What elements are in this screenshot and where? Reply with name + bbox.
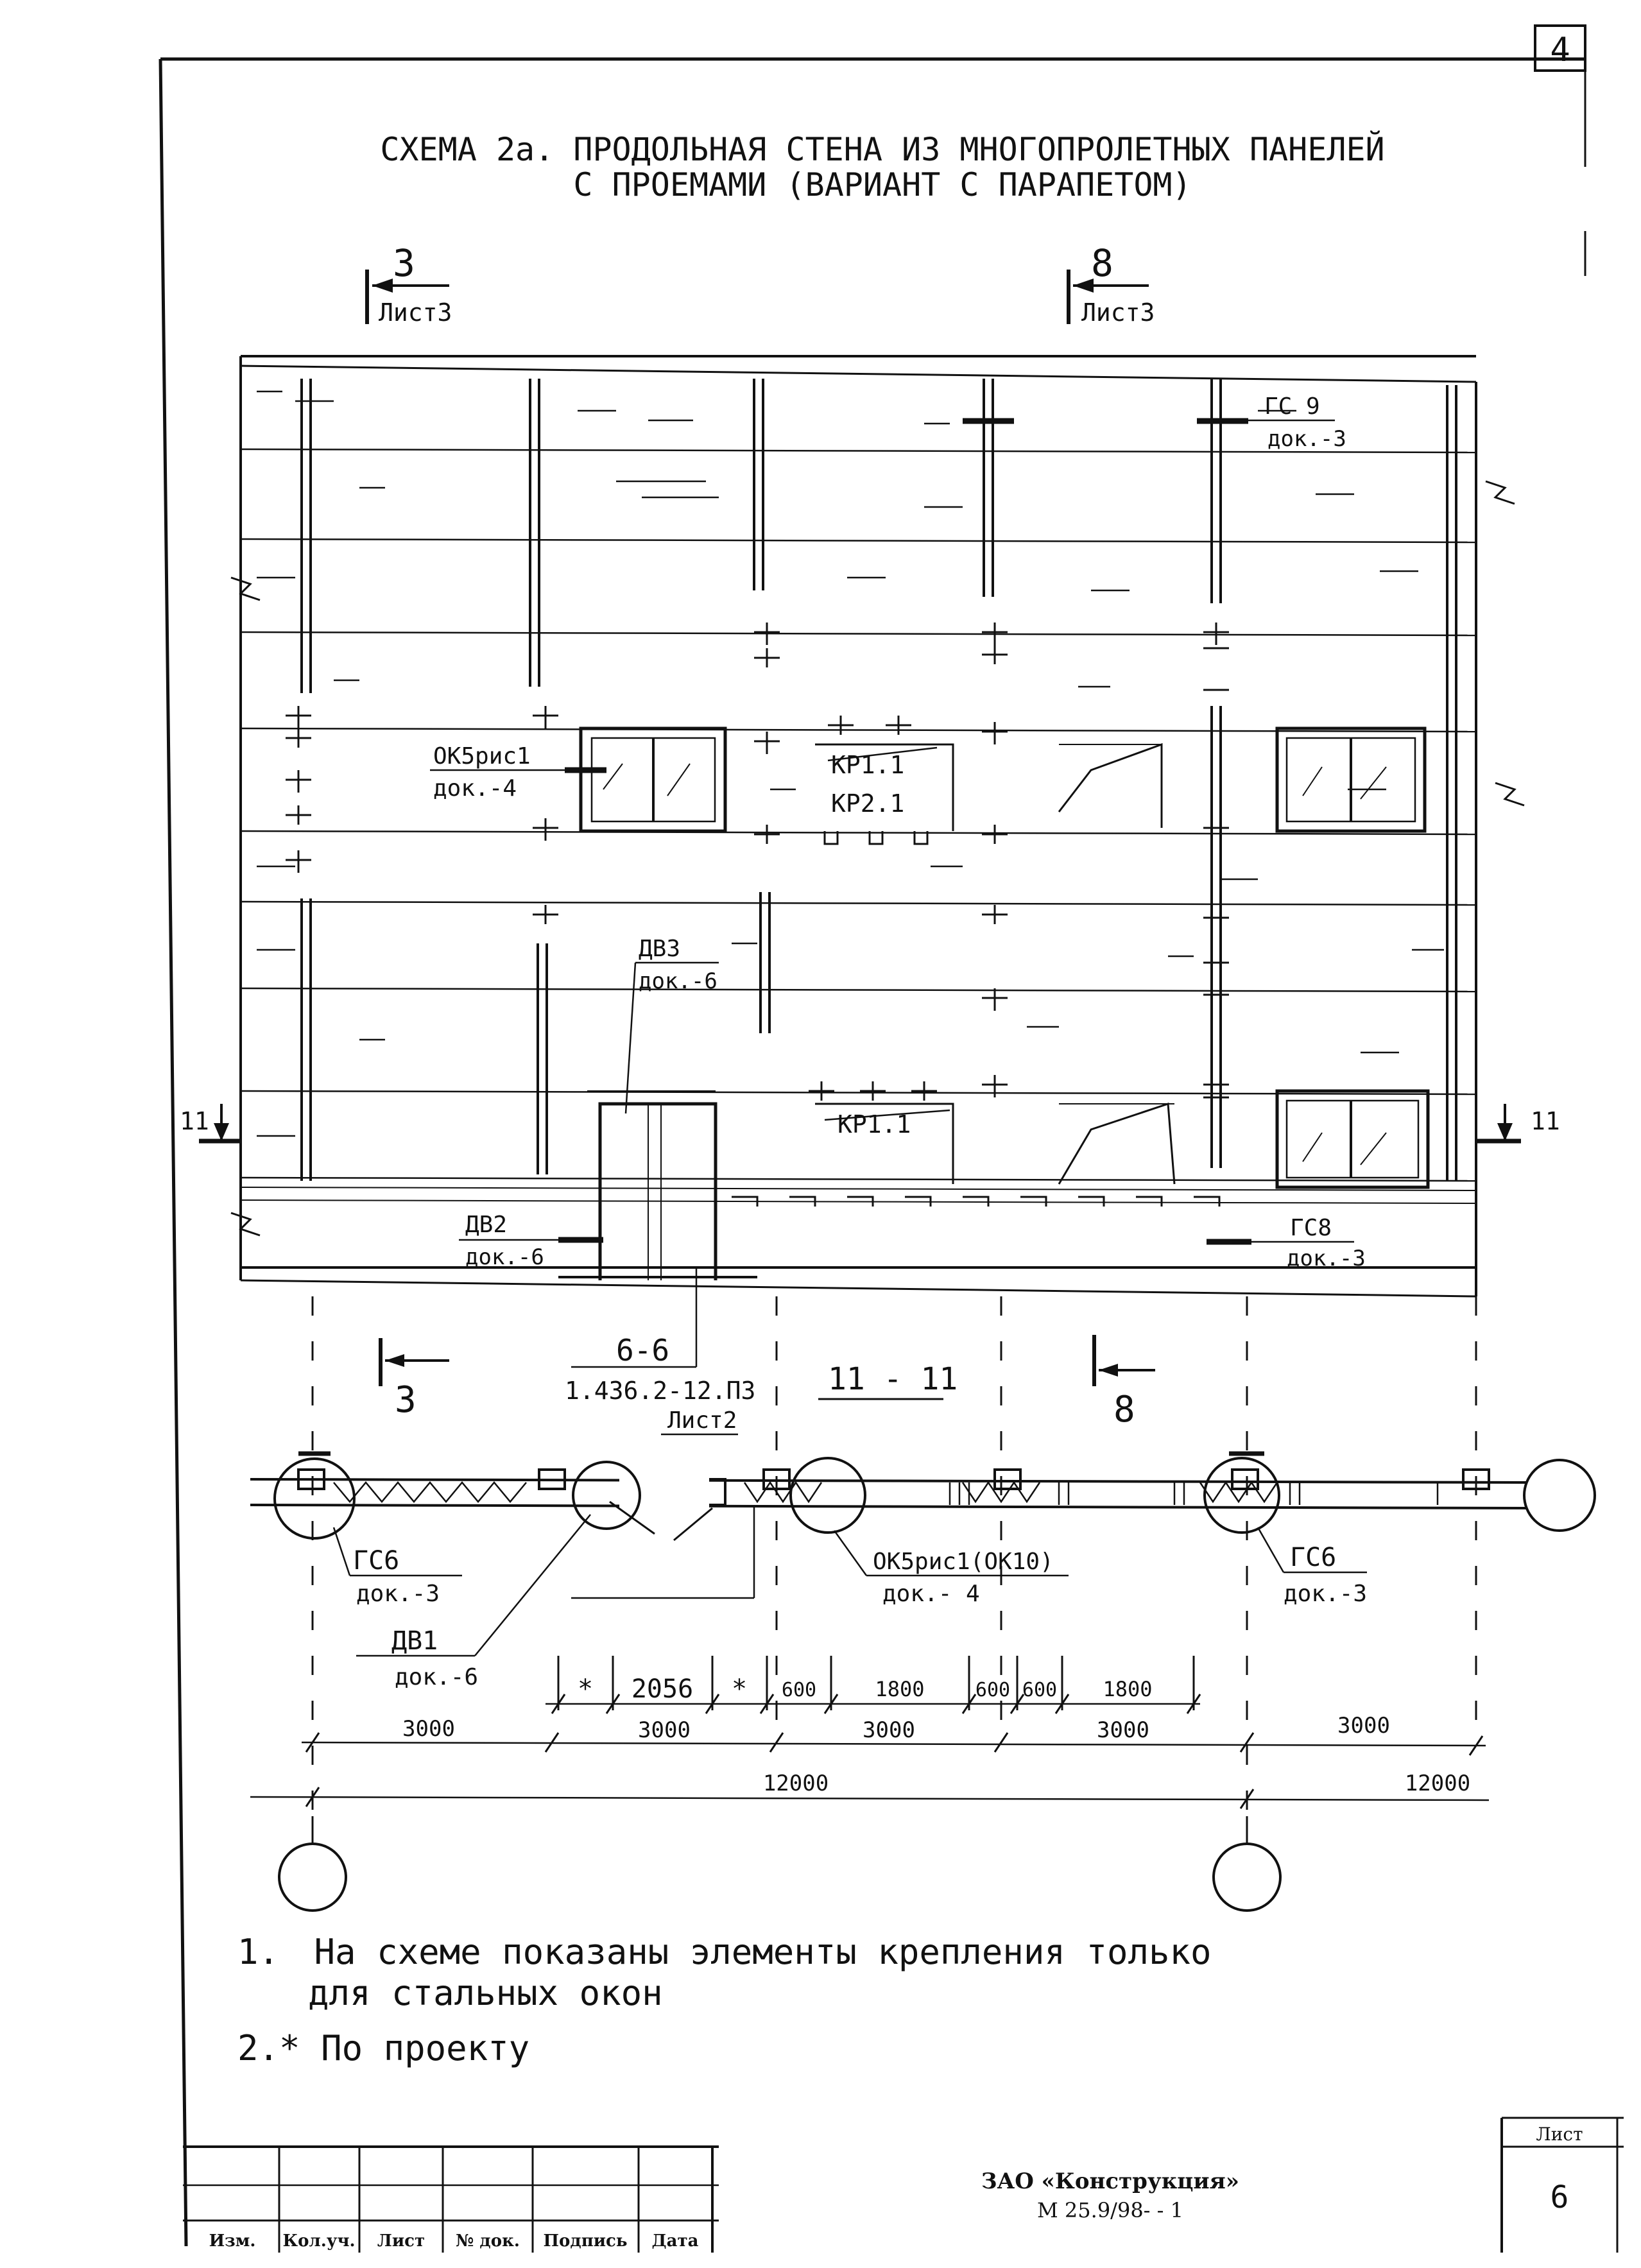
dim-r2-3: 3000 xyxy=(1097,1717,1149,1743)
opening-lower-middle xyxy=(815,1102,1176,1185)
gs8-doc: док.-3 xyxy=(1287,1246,1366,1271)
dv2-doc: док.-6 xyxy=(465,1244,544,1270)
tb-sheet-label: Лист xyxy=(1536,2124,1583,2145)
axis-bubble-left xyxy=(278,1843,347,1912)
dim-r1-1: 2056 xyxy=(631,1674,693,1704)
tb-col-list: Лист xyxy=(377,2231,425,2251)
callout-ok5: ОК5рис1 док.-4 xyxy=(430,743,565,802)
section-title-11-11: 11 - 11 xyxy=(828,1361,958,1397)
tb-col-kol: Кол.уч. xyxy=(282,2231,355,2251)
drawing-title-line1: СХЕМА 2а. ПРОДОЛЬНАЯ СТЕНА ИЗ МНОГОПРОЛЕ… xyxy=(380,130,1384,168)
section-ref-8-sheet: Лист3 xyxy=(1081,298,1155,327)
cut-left-label: 11 xyxy=(180,1107,209,1135)
gs6-right-doc: док.-3 xyxy=(1284,1581,1367,1607)
dim-r1-5: 600 xyxy=(975,1679,1010,1701)
dv2-code: ДВ2 xyxy=(465,1212,507,1238)
dv3-doc: док.-6 xyxy=(639,968,717,994)
cut66-code: 6-6 xyxy=(616,1333,669,1368)
plan-section-labels: 3 8 6-6 1.436.2-12.ПЗ Лист2 11 - 11 xyxy=(379,1267,1155,1436)
dim-r1-4: 1800 xyxy=(875,1677,924,1701)
dimension-chains: * 2056 * 600 1800 600 600 1800 3000 3000… xyxy=(250,1656,1490,1912)
section-ref-3-top: 3 Лист3 xyxy=(365,241,452,327)
cut-right-label: 11 xyxy=(1531,1107,1560,1135)
note-1-num: 1. xyxy=(237,1932,280,1972)
callout-ok5-plan: ОК5рис1(ОК10) док.- 4 xyxy=(833,1530,1069,1607)
ok5-doc: док.-4 xyxy=(433,775,517,802)
kr11-upper-label: КР1.1 xyxy=(831,751,904,779)
cut66-ref: 1.436.2-12.ПЗ xyxy=(565,1377,755,1405)
axis-bubble-right xyxy=(1212,1843,1282,1912)
dim-r1-0: * xyxy=(578,1674,593,1704)
gs8-code: ГС8 xyxy=(1290,1215,1332,1241)
door-opening xyxy=(558,1090,757,1280)
callout-gs6-right: ГС6 док.-3 xyxy=(1257,1527,1367,1607)
dim-r1-3: 600 xyxy=(782,1679,816,1701)
section-ref-3-num: 3 xyxy=(393,241,415,285)
tb-col-ndok: № док. xyxy=(456,2231,520,2251)
ok5-code: ОК5рис1 xyxy=(433,743,531,769)
window-upper-right xyxy=(1275,726,1427,833)
kr11-lower-label: КР1.1 xyxy=(838,1110,911,1138)
cut66-sheet: Лист2 xyxy=(667,1407,737,1434)
gs9-code: ГС 9 xyxy=(1264,393,1320,420)
dim-r1-2: * xyxy=(732,1674,747,1704)
note-2-num: 2. xyxy=(237,2028,280,2068)
tb-company: ЗАО «Конструкция» xyxy=(981,2169,1239,2194)
callout-kr11-upper: КР1.1 КР2.1 xyxy=(827,746,938,818)
note-2-text: По проекту xyxy=(321,2028,530,2068)
dim-r1-7: 1800 xyxy=(1103,1677,1152,1701)
opening-upper-middle xyxy=(815,743,1163,831)
sheet-frame: 4 xyxy=(159,24,1586,2247)
tb-sheet-no: 6 xyxy=(1551,2179,1569,2215)
callout-gs9: ГС 9 док.-3 xyxy=(1213,393,1346,452)
cut-marker-right: 11 xyxy=(1476,1104,1560,1144)
wall-elevation xyxy=(230,355,1525,1298)
dim-r2-4: 3000 xyxy=(1337,1713,1390,1739)
callout-gs6-left: ГС6 док.-3 xyxy=(332,1527,462,1607)
title-block: Изм. Кол.уч. Лист № док. Подпись Дата ЗА… xyxy=(183,2117,1624,2253)
dv1-code: ДВ1 xyxy=(391,1626,438,1656)
tb-code: М 25.9/98- - 1 xyxy=(1037,2198,1183,2222)
tb-col-data: Дата xyxy=(652,2231,699,2251)
callout-gs8: ГС8 док.-3 xyxy=(1232,1215,1366,1271)
dim-r2-2: 3000 xyxy=(863,1717,915,1743)
tb-col-podpis: Подпись xyxy=(543,2231,627,2251)
sheet-corner-number: 4 xyxy=(1550,31,1570,69)
ok5-plan-doc: док.- 4 xyxy=(882,1581,980,1607)
ok5-plan-code: ОК5рис1(ОК10) xyxy=(873,1549,1054,1575)
gs6-right-code: ГС6 xyxy=(1290,1543,1336,1572)
window-upper-left xyxy=(579,726,727,833)
plan-sec-3: 3 xyxy=(395,1379,417,1421)
dim-r2-0: 3000 xyxy=(402,1716,455,1742)
note-2-star: * xyxy=(279,2028,300,2068)
note-2: 2.* По проекту xyxy=(237,2028,529,2069)
callout-dv2: ДВ2 док.-6 xyxy=(459,1212,578,1270)
gs9-doc: док.-3 xyxy=(1267,426,1346,452)
callout-dv1: ДВ1 док.-6 xyxy=(356,1514,591,1690)
kr21-label: КР2.1 xyxy=(831,789,904,818)
section-ref-8-num: 8 xyxy=(1091,241,1113,285)
note-1-line2: для стальных окон xyxy=(308,1973,663,2013)
drawing-title-line2: С ПРОЕМАМИ (ВАРИАНТ С ПАРАПЕТОМ) xyxy=(573,166,1191,203)
window-lower-right xyxy=(1275,1089,1430,1189)
gs6-left-code: ГС6 xyxy=(353,1546,399,1576)
cut-marker-left: 11 xyxy=(180,1104,241,1144)
dim-r1-6: 600 xyxy=(1022,1679,1057,1701)
dim-r2-1: 3000 xyxy=(638,1717,691,1743)
dim-r3-0: 12000 xyxy=(763,1771,829,1796)
dim-r3-1: 12000 xyxy=(1405,1771,1470,1796)
dv3-code: ДВ3 xyxy=(639,936,680,962)
wall-plan xyxy=(250,1451,1596,1599)
section-ref-8-top: 8 Лист3 xyxy=(1067,241,1155,327)
callout-kr11-lower: КР1.1 xyxy=(824,1109,950,1138)
tb-col-izm: Изм. xyxy=(209,2231,256,2251)
section-ref-3-sheet: Лист3 xyxy=(379,298,452,327)
plan-sec-8: 8 xyxy=(1113,1389,1135,1430)
gs6-left-doc: док.-3 xyxy=(356,1581,440,1607)
dv1-doc: док.-6 xyxy=(395,1664,478,1690)
callout-dv3: ДВ3 док.-6 xyxy=(624,936,719,1114)
note-1: 1. На схеме показаны элементы крепления … xyxy=(237,1932,1212,2014)
note-1-line1: На схеме показаны элементы крепления тол… xyxy=(314,1932,1212,1972)
